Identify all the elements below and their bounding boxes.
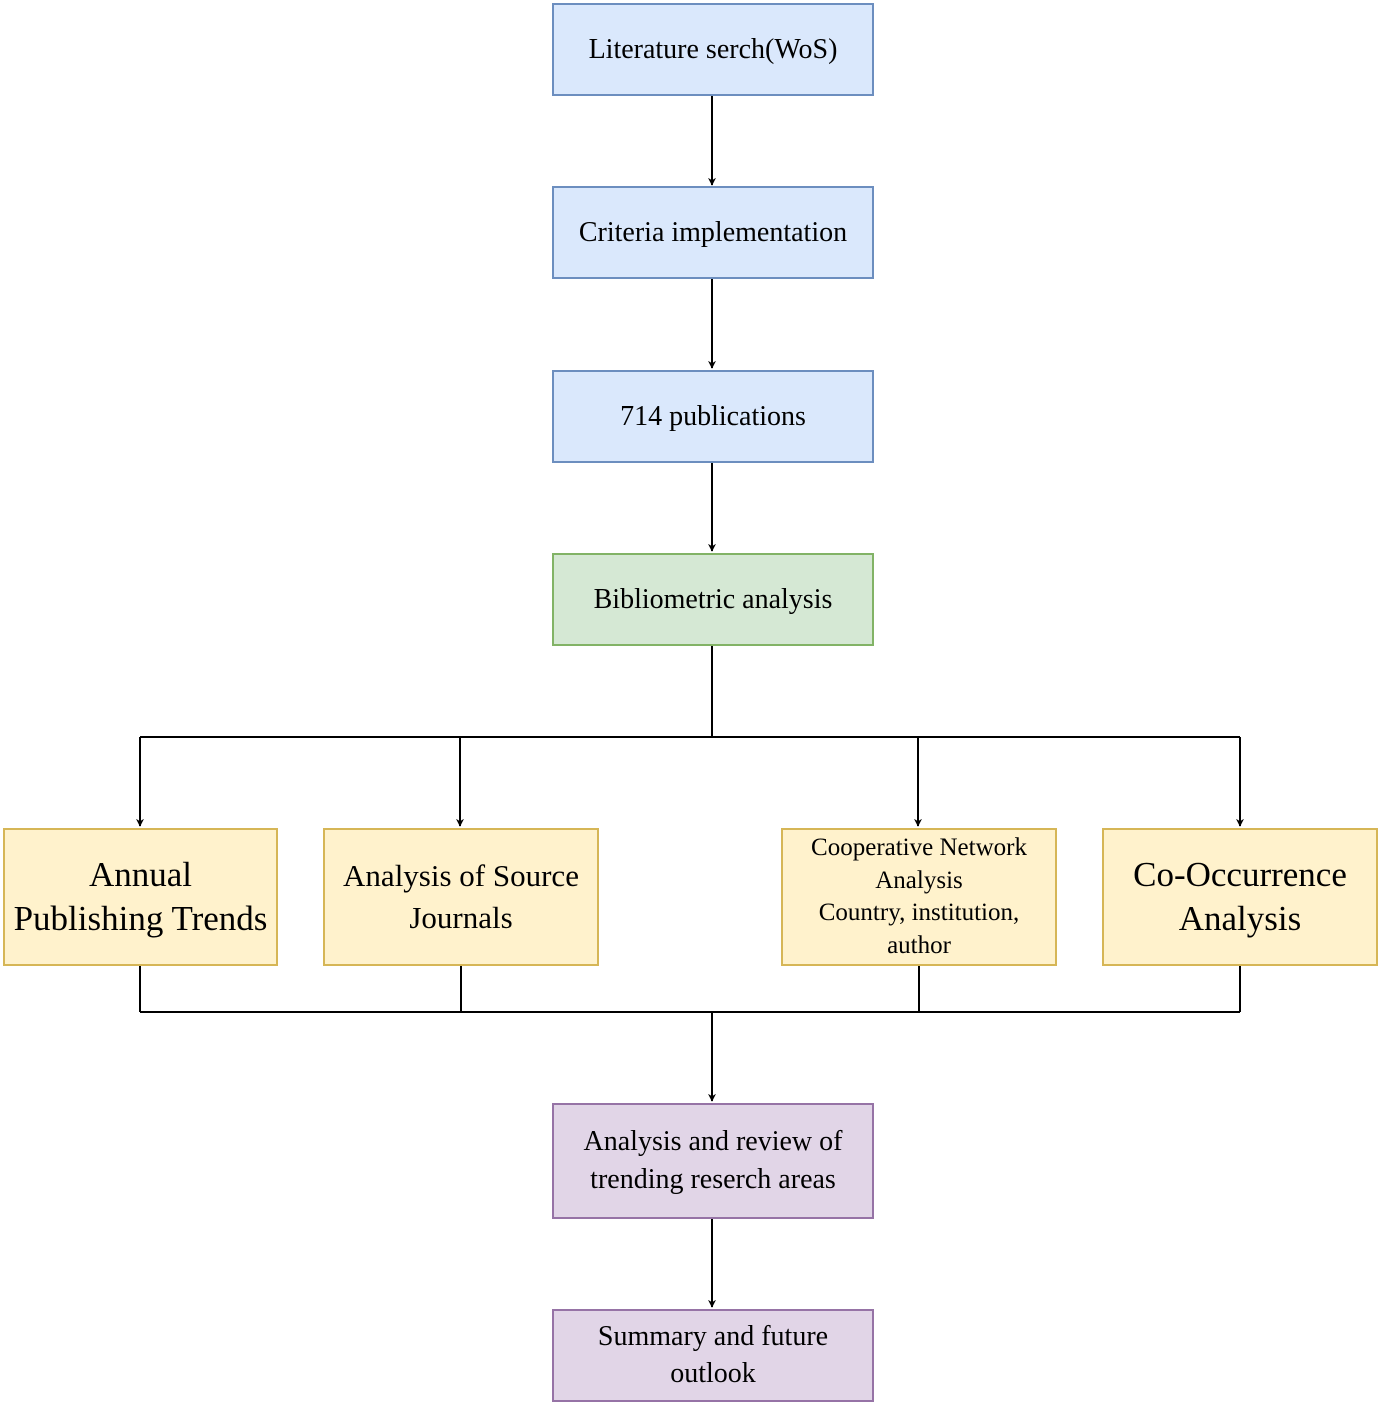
node-summary-and-outlook: Summary and future outlook [552, 1309, 874, 1402]
node-cooperative-line-1: Cooperative Network [811, 834, 1027, 861]
node-literature-search: Literature serch(WoS) [552, 3, 874, 96]
node-cooperative-line-4: author [887, 931, 951, 959]
node-review-line-2: trending reserch areas [590, 1164, 836, 1195]
node-criteria-implementation-label: Criteria implementation [578, 216, 848, 248]
node-literature-search-label: Literature serch(WoS) [588, 33, 838, 65]
node-714-publications: 714 publications [552, 370, 874, 463]
node-source-journals-line-2: Journals [409, 900, 513, 935]
node-annual-line-2: Publishing Trends [13, 899, 268, 938]
node-summary-line-1: Summary and future [597, 1321, 829, 1353]
node-714-publications-label: 714 publications [620, 400, 806, 432]
node-cooperative-line-3: Country, institution, [818, 899, 1020, 926]
node-source-journals-line-1: Analysis of Source [343, 858, 579, 894]
node-cooccurrence-line-2: Analysis [1178, 899, 1302, 938]
node-cooperative-network-analysis: Cooperative Network Analysis Country, in… [781, 828, 1057, 966]
node-co-occurrence-analysis: Co-Occurrence Analysis [1102, 828, 1378, 966]
node-review-line-1: Analysis and review of [583, 1126, 843, 1158]
node-analysis-and-review: Analysis and review of trending reserch … [552, 1103, 874, 1219]
node-criteria-implementation: Criteria implementation [552, 186, 874, 279]
node-cooperative-line-2: Analysis [875, 866, 963, 894]
node-analysis-of-source-journals: Analysis of Source Journals [323, 828, 599, 966]
node-bibliometric-analysis-label: Bibliometric analysis [593, 583, 833, 615]
node-cooccurrence-line-1: Co-Occurrence [1133, 855, 1347, 895]
node-bibliometric-analysis: Bibliometric analysis [552, 553, 874, 646]
node-annual-publishing-trends: Annual Publishing Trends [3, 828, 278, 966]
node-annual-line-1: Annual [88, 855, 193, 895]
node-summary-line-2: outlook [670, 1357, 756, 1389]
